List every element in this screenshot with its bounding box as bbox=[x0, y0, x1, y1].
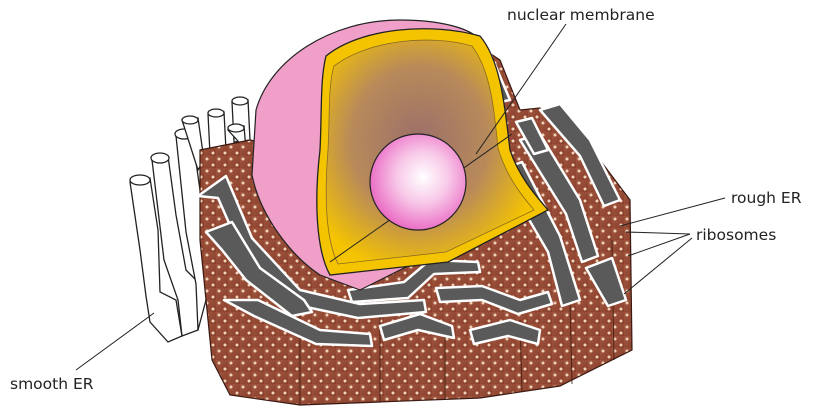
smooth-er-label: smooth ER bbox=[10, 375, 94, 393]
ribosomes-label: ribosomes bbox=[696, 226, 776, 244]
rough-er-label: rough ER bbox=[731, 189, 802, 207]
nuclear-membrane-label: nuclear membrane bbox=[507, 6, 655, 24]
ribosomes-leader-3 bbox=[624, 238, 692, 294]
ribosomes-leader-1 bbox=[626, 232, 690, 234]
smooth-er-leader bbox=[76, 313, 154, 370]
rough-er-leader bbox=[620, 198, 725, 226]
ribosomes-leader-2 bbox=[628, 234, 690, 256]
